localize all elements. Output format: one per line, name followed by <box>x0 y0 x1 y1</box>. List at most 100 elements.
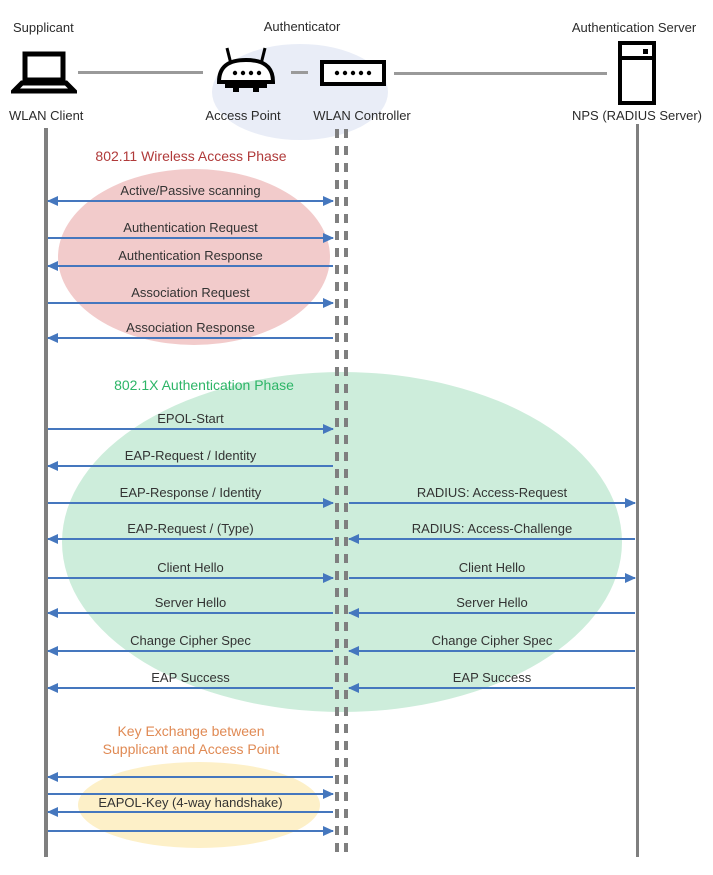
arrow-line <box>349 577 635 579</box>
device-label-nps-radius-server: NPS (RADIUS Server) <box>571 108 703 123</box>
arrow-line <box>48 200 333 202</box>
arrow-line <box>349 687 635 689</box>
message-label: Server Hello <box>456 595 528 610</box>
arrowhead-right-icon <box>323 498 334 508</box>
arrow-line <box>48 428 333 430</box>
actor-title-authenticator: Authenticator <box>263 19 341 34</box>
arrowhead-right-icon <box>323 298 334 308</box>
arrow-line <box>349 650 635 652</box>
message-arrow-handshake-19 <box>47 772 333 782</box>
arrowhead-left-icon <box>348 534 359 544</box>
message-label: Authentication Response <box>118 248 263 263</box>
message-arrow-handshake-20 <box>48 789 334 799</box>
message-arrow-client-hello: Client Hello <box>349 560 636 583</box>
message-arrow-eapol-key-4-way-handshake: EAPOL-Key (4-way handshake) <box>47 795 333 817</box>
arrowhead-left-icon <box>348 683 359 693</box>
message-arrow-server-hello: Server Hello <box>348 595 635 618</box>
message-label: RADIUS: Access-Request <box>416 485 568 500</box>
arrow-line <box>48 265 333 267</box>
message-label: Active/Passive scanning <box>120 183 261 198</box>
arrowhead-left-icon <box>47 772 58 782</box>
arrowhead-right-icon <box>323 196 334 206</box>
message-arrow-radius-access-challenge: RADIUS: Access-Challenge <box>348 521 635 544</box>
lifeline-wlan-client <box>44 128 48 857</box>
message-arrow-eap-request-identity: EAP-Request / Identity <box>47 448 333 471</box>
message-label: EAP Success <box>452 670 532 685</box>
message-label: Authentication Request <box>123 220 258 235</box>
message-label: EPOL-Start <box>157 411 224 426</box>
message-arrow-handshake-22 <box>48 826 334 836</box>
arrow-line <box>48 793 333 795</box>
phase-title-wireless-access: 802.11 Wireless Access Phase <box>95 148 287 164</box>
lifeline-controller-dashed-2 <box>344 129 348 857</box>
device-label-access-point: Access Point <box>205 108 281 123</box>
arrow-line <box>349 612 635 614</box>
arrow-line <box>48 337 333 339</box>
message-label: Association Request <box>131 285 250 300</box>
arrow-line <box>48 538 333 540</box>
arrow-line <box>48 687 333 689</box>
arrow-line <box>48 776 333 778</box>
arrowhead-left-icon <box>47 534 58 544</box>
lifeline-controller-dashed-1 <box>335 129 339 857</box>
arrow-line <box>48 302 333 304</box>
message-label: EAPOL-Key (4-way handshake) <box>98 795 283 810</box>
arrow-line <box>48 237 333 239</box>
arrowhead-right-icon <box>625 498 636 508</box>
arrowhead-left-icon <box>348 646 359 656</box>
message-label: RADIUS: Access-Challenge <box>411 521 573 536</box>
arrow-line <box>48 650 333 652</box>
arrowhead-right-icon <box>323 233 334 243</box>
message-label: Change Cipher Spec <box>130 633 251 648</box>
message-arrow-change-cipher-spec: Change Cipher Spec <box>348 633 635 656</box>
connector-controller-server <box>394 72 607 75</box>
actor-title-authentication-server: Authentication Server <box>571 20 697 35</box>
server-icon <box>618 41 656 110</box>
message-label: EAP Success <box>151 670 230 685</box>
arrowhead-right-icon <box>323 789 334 799</box>
message-arrow-eap-success: EAP Success <box>47 670 333 693</box>
arrowhead-left-icon <box>47 608 58 618</box>
arrowhead-left-icon <box>47 683 58 693</box>
arrow-line <box>349 502 635 504</box>
message-label: EAP-Request / (Type) <box>127 521 254 536</box>
arrowhead-left-icon <box>348 608 359 618</box>
message-arrow-association-response: Association Response <box>47 320 333 343</box>
message-label: EAP-Request / Identity <box>124 448 257 463</box>
arrowhead-left-icon <box>47 807 58 817</box>
arrow-line <box>48 502 333 504</box>
message-label: Client Hello <box>157 560 224 575</box>
device-label-wlan-client: WLAN Client <box>9 108 84 123</box>
arrowhead-right-icon <box>323 826 334 836</box>
arrowhead-left-icon <box>47 261 58 271</box>
laptop-icon <box>7 51 81 100</box>
message-label: Change Cipher Spec <box>431 633 553 648</box>
arrowhead-right-icon <box>323 573 334 583</box>
message-arrow-authentication-response: Authentication Response <box>47 248 333 271</box>
message-arrow-client-hello: Client Hello <box>48 560 334 583</box>
message-label: EAP-Response / Identity <box>119 485 262 500</box>
message-arrow-server-hello: Server Hello <box>47 595 333 618</box>
arrowhead-left-icon <box>47 196 58 206</box>
arrowhead-right-icon <box>625 573 636 583</box>
arrow-line <box>48 612 333 614</box>
arrowhead-left-icon <box>47 646 58 656</box>
phase-title-key-exchange: Key Exchange between Supplicant and Acce… <box>102 723 280 757</box>
arrow-line <box>48 577 333 579</box>
message-arrow-epol-start: EPOL-Start <box>48 411 334 434</box>
message-arrow-change-cipher-spec: Change Cipher Spec <box>47 633 333 656</box>
phase-title-authentication: 802.1X Authentication Phase <box>114 377 294 393</box>
lifeline-radius-server <box>636 124 639 857</box>
arrowhead-right-icon <box>323 424 334 434</box>
access-point-icon <box>213 46 279 101</box>
phase-ellipse-wireless-access <box>58 169 330 345</box>
message-arrow-authentication-request: Authentication Request <box>48 220 334 243</box>
message-arrow-association-request: Association Request <box>48 285 334 308</box>
arrow-line <box>48 465 333 467</box>
connector-ap-controller-dash <box>291 71 308 74</box>
connector-client-ap <box>78 71 203 74</box>
message-arrow-eap-response-identity: EAP-Response / Identity <box>48 485 334 508</box>
actor-title-supplicant: Supplicant <box>13 20 74 35</box>
message-label: Server Hello <box>154 595 227 610</box>
